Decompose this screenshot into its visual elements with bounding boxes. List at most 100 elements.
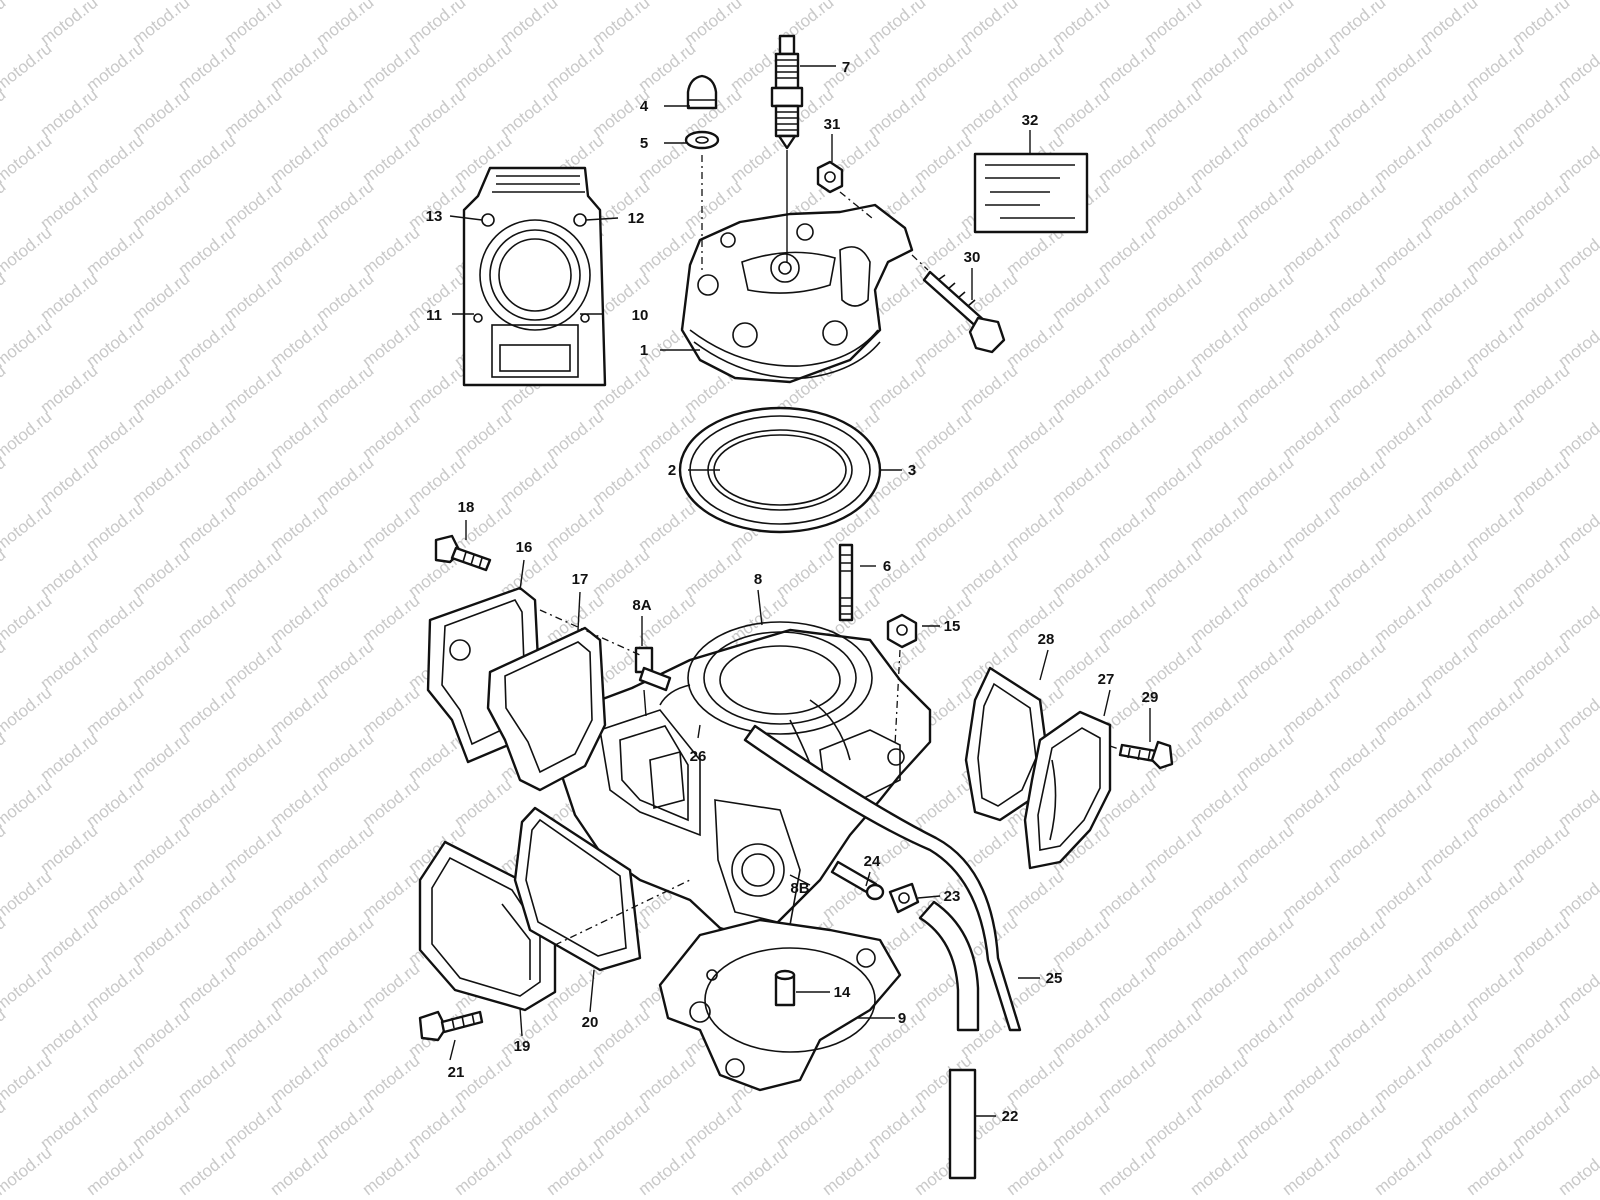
watermark-text: motod.ru — [221, 0, 286, 49]
watermark-text: motod.ru — [1233, 1005, 1298, 1061]
watermark-text: motod.ru — [911, 407, 976, 463]
watermark-text: motod.ru — [635, 499, 700, 555]
watermark-text: motod.ru — [267, 223, 332, 279]
watermark-text: motod.ru — [83, 39, 148, 95]
watermark-text: motod.ru — [1049, 453, 1114, 509]
watermark-text: motod.ru — [589, 545, 654, 601]
watermark-text: motod.ru — [359, 407, 424, 463]
watermark-text: motod.ru — [1233, 1097, 1298, 1153]
watermark-text: motod.ru — [1509, 0, 1574, 49]
exhaust-cover-gasket — [964, 666, 1050, 822]
watermark-text: motod.ru — [175, 867, 240, 923]
watermark-text: motod.ru — [1141, 637, 1206, 693]
watermark-text: motod.ru — [681, 0, 746, 49]
callout-5: 5 — [640, 135, 648, 152]
watermark-text: motod.ru — [221, 637, 286, 693]
watermark-text: motod.ru — [1509, 637, 1574, 693]
watermark-text: motod.ru — [1417, 1097, 1482, 1153]
callout-23: 23 — [944, 888, 961, 905]
watermark-text: motod.ru — [1141, 177, 1206, 233]
watermark-text: motod.ru — [1003, 39, 1068, 95]
watermark-text: motod.ru — [83, 867, 148, 923]
watermark-text: motod.ru — [1417, 0, 1482, 49]
watermark-text: motod.ru — [1325, 637, 1390, 693]
watermark-text: motod.ru — [1279, 775, 1344, 831]
watermark-text: motod.ru — [129, 637, 194, 693]
watermark-text: motod.ru — [221, 729, 286, 785]
callout-labels: 1 2 3 4 5 6 7 8 8A 8B 9 10 11 12 13 14 1… — [426, 59, 1159, 1125]
watermark-text: motod.ru — [0, 223, 55, 279]
watermark-text: motod.ru — [1141, 0, 1206, 49]
watermark-text: motod.ru — [589, 1097, 654, 1153]
watermark-text: motod.ru — [313, 821, 378, 877]
watermark-text: motod.ru — [1509, 269, 1574, 325]
bolt — [830, 860, 885, 901]
watermark-text: motod.ru — [267, 407, 332, 463]
watermark-text: motod.ru — [175, 1143, 240, 1199]
watermark-text: motod.ru — [83, 407, 148, 463]
watermark-text: motod.ru — [1463, 1051, 1528, 1107]
watermark-text: motod.ru — [1095, 131, 1160, 187]
watermark-text: motod.ru — [1371, 959, 1436, 1015]
watermark-text: motod.ru — [681, 545, 746, 601]
watermark-text: motod.ru — [819, 1143, 884, 1199]
watermark-text: motod.ru — [129, 85, 194, 141]
callout-30: 30 — [964, 249, 981, 266]
watermark-text: motod.ru — [1187, 775, 1252, 831]
bolt — [418, 1010, 484, 1042]
watermark-text: motod.ru — [1187, 867, 1252, 923]
watermark-text: motod.ru — [911, 499, 976, 555]
watermark-text: motod.ru — [267, 775, 332, 831]
watermark-text: motod.ru — [957, 453, 1022, 509]
watermark-text: motod.ru — [1325, 177, 1390, 233]
callout-1: 1 — [640, 342, 648, 359]
watermark-text: motod.ru — [497, 0, 562, 49]
watermark-text: motod.ru — [1141, 913, 1206, 969]
watermark-text: motod.ru — [83, 223, 148, 279]
watermark-text: motod.ru — [37, 177, 102, 233]
watermark-text: motod.ru — [267, 683, 332, 739]
watermark-text: motod.ru — [957, 0, 1022, 49]
watermark-text: motod.ru — [451, 775, 516, 831]
watermark-text: motod.ru — [37, 453, 102, 509]
watermark-text: motod.ru — [0, 683, 55, 739]
water-hose — [918, 900, 980, 1180]
watermark-text: motod.ru — [1141, 85, 1206, 141]
watermark-text: motod.ru — [1003, 315, 1068, 371]
watermark-text: motod.ru — [1371, 315, 1436, 371]
watermark-text: motod.ru — [83, 591, 148, 647]
callout-27: 27 — [1098, 671, 1115, 688]
watermark-text: motod.ru — [1003, 867, 1068, 923]
watermark-text: motod.ru — [405, 0, 470, 49]
watermark-text: motod.ru — [221, 361, 286, 417]
watermark-text: motod.ru — [819, 1051, 884, 1107]
callout-6: 6 — [883, 558, 891, 575]
watermark-text: motod.ru — [267, 315, 332, 371]
watermark-text: motod.ru — [267, 1051, 332, 1107]
watermark-text: motod.ru — [359, 1051, 424, 1107]
watermark-text: motod.ru — [313, 453, 378, 509]
watermark-text: motod.ru — [1049, 269, 1114, 325]
watermark-text: motod.ru — [359, 223, 424, 279]
watermark-text: motod.ru — [1279, 407, 1344, 463]
watermark-text: motod.ru — [451, 39, 516, 95]
watermark-text: motod.ru — [175, 683, 240, 739]
watermark-text: motod.ru — [1371, 223, 1436, 279]
watermark-text: motod.ru — [313, 361, 378, 417]
callout-24: 24 — [864, 853, 881, 870]
exhaust-cover — [1023, 710, 1112, 870]
watermark-text: motod.ru — [543, 499, 608, 555]
watermark-text: motod.ru — [221, 177, 286, 233]
watermark-text: motod.ru — [1187, 683, 1252, 739]
watermark-text: motod.ru — [267, 959, 332, 1015]
watermark-text: motod.ru — [0, 0, 9, 49]
watermark-text: motod.ru — [129, 269, 194, 325]
watermark-text: motod.ru — [1417, 453, 1482, 509]
watermark-text: motod.ru — [129, 177, 194, 233]
washer — [684, 130, 720, 150]
watermark-text: motod.ru — [1095, 959, 1160, 1015]
watermark-text: motod.ru — [451, 407, 516, 463]
callout-7: 7 — [842, 59, 850, 76]
watermark-text: motod.ru — [1555, 1143, 1600, 1199]
watermark-text: motod.ru — [635, 1051, 700, 1107]
